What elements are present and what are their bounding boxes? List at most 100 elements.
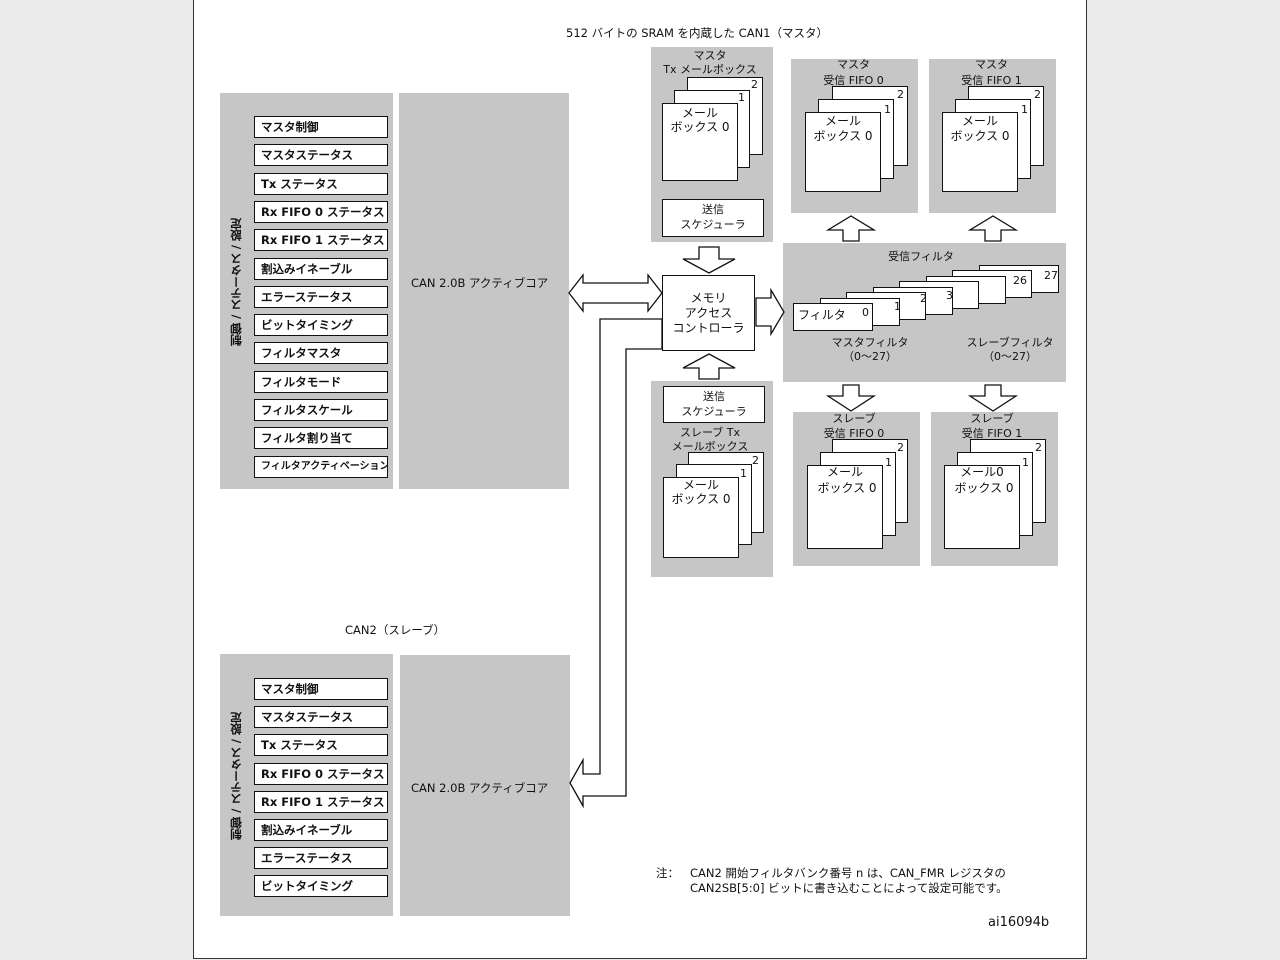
- master-fifo0-title2: 受信 FIFO 0: [823, 74, 884, 87]
- slave-fifo1-title2: 受信 FIFO 1: [961, 427, 1023, 440]
- filter-num-3: 3: [946, 289, 953, 302]
- master-filter-label: マスタフィルタ: [831, 336, 909, 349]
- filter-to-master-fifo1-arrow: [967, 215, 1019, 242]
- register-box: マスタステータス: [254, 706, 388, 729]
- slave-fifo0-num1: 1: [885, 456, 892, 469]
- register-box: Tx ステータス: [254, 734, 388, 757]
- register-box: Rx FIFO 1 ステータス: [254, 229, 388, 252]
- register-box: 割込みイネーブル: [254, 819, 388, 841]
- slave-fifo1-num2: 2: [1035, 441, 1042, 454]
- slave-fifo0-title2: 受信 FIFO 0: [823, 427, 885, 440]
- slave-filter-label: スレーブフィルタ: [966, 336, 1054, 349]
- filter-label: フィルタ: [798, 308, 846, 322]
- mac-to-filter-arrow: [755, 287, 785, 337]
- register-box: Rx FIFO 0 ステータス: [254, 762, 388, 785]
- can1-core: [399, 93, 569, 489]
- filter-to-master-fifo0-arrow: [825, 215, 877, 242]
- register-box: Rx FIFO 0 ステータス: [254, 200, 388, 223]
- note-prefix: 注：: [656, 866, 679, 880]
- slave-scheduler-l1: 送信: [703, 390, 725, 403]
- master-fifo0-num2: 2: [897, 88, 904, 101]
- slave-tx-num2: 2: [752, 454, 759, 467]
- master-tx-num1: 1: [738, 91, 745, 104]
- master-fifo0-mailbox-0: [805, 112, 881, 192]
- master-tx-mb-line1: メール: [681, 106, 718, 120]
- slave-tx-title1: スレーブ Tx: [679, 426, 741, 439]
- slave-fifo1-mb-line2: ボックス 0: [954, 481, 1014, 495]
- master-fifo1-mailbox-0: [942, 112, 1018, 192]
- master-fifo1-title1: マスタ: [975, 58, 1008, 71]
- master-filter-range: （0～27）: [843, 350, 897, 363]
- can2-core: [400, 655, 570, 916]
- can1-title: 512 バイトの SRAM を内蔵した CAN1（マスタ）: [566, 26, 828, 40]
- master-tx-mailbox-0: [662, 103, 738, 181]
- master-fifo1-num1: 1: [1021, 103, 1028, 116]
- master-fifo1-mb-line2: ボックス 0: [950, 129, 1010, 143]
- receive-filter-title: 受信フィルタ: [888, 250, 954, 263]
- master-fifo0-mb-line1: メール: [824, 114, 861, 128]
- slave-fifo0-num2: 2: [897, 441, 904, 454]
- master-scheduler-l1: 送信: [702, 203, 724, 216]
- filter-bank: [793, 303, 873, 331]
- register-box: フィルタモード: [254, 370, 388, 393]
- master-tx-title1: マスタ: [693, 49, 727, 62]
- filter-to-slave-fifo1-arrow: [967, 384, 1019, 412]
- slave-tx-title2: メールボックス: [671, 440, 749, 453]
- slave-fifo0-title1: スレーブ: [832, 412, 876, 425]
- master-fifo1-title2: 受信 FIFO 1: [961, 74, 1022, 87]
- master-fifo1-num2: 2: [1034, 88, 1041, 101]
- slave-fifo1-title1: スレーブ: [970, 412, 1014, 425]
- register-box: エラーステータス: [254, 847, 388, 870]
- master-fifo1-mb-line1: メール: [961, 114, 998, 128]
- filter-num-27: 27: [1044, 269, 1058, 282]
- master-tx-title2: Tx メールボックス: [663, 63, 757, 76]
- filter-num-26: 26: [1013, 274, 1027, 287]
- slave-tx-mailbox-0: [663, 477, 739, 558]
- master-tx-num2: 2: [751, 78, 758, 91]
- filter-num-1: 1: [894, 300, 901, 313]
- slave-scheduler-up-arrow: [682, 353, 736, 380]
- register-box: エラーステータス: [254, 285, 388, 308]
- mac-l1: メモリ: [690, 291, 727, 305]
- register-box: Tx ステータス: [254, 172, 388, 195]
- register-box: ビットタイミング: [254, 314, 388, 337]
- can2-mac-connector: [569, 318, 663, 809]
- master-scheduler-down-arrow: [682, 246, 736, 274]
- slave-tx-mb-line2: ボックス 0: [671, 492, 731, 506]
- slave-fifo1-num1: 1: [1022, 456, 1029, 469]
- slave-filter-range: （0～27）: [983, 350, 1037, 363]
- note-line1: CAN2 開始フィルタバンク番号 n は、CAN_FMR レジスタの: [690, 866, 1006, 880]
- memory-access-controller: [662, 275, 755, 351]
- mac-l2: アクセス: [684, 306, 733, 320]
- filter-to-slave-fifo0-arrow: [825, 384, 877, 412]
- slave-scheduler-l2: スケジューラ: [681, 405, 747, 418]
- register-box: フィルタ割り当て: [254, 427, 388, 450]
- can1-core-label: CAN 2.0B アクティブコア: [411, 276, 549, 290]
- register-box: マスタ制御: [254, 116, 388, 138]
- register-box: マスタ制御: [254, 678, 388, 700]
- register-box: 割込みイネーブル: [254, 257, 388, 280]
- master-tx-mb-line2: ボックス 0: [670, 120, 730, 134]
- master-scheduler-l2: スケジューラ: [680, 218, 746, 231]
- can2-title: CAN2（スレーブ）: [345, 623, 446, 637]
- filter-num-0: 0: [862, 306, 869, 319]
- register-box: フィルタマスタ: [254, 342, 388, 365]
- can2-core-label: CAN 2.0B アクティブコア: [411, 781, 549, 795]
- register-box: フィルタスケール: [254, 399, 388, 421]
- master-fifo0-num1: 1: [884, 103, 891, 116]
- slave-fifo1-mailbox-0: [944, 465, 1020, 549]
- slave-tx-mb-line1: メール: [682, 478, 719, 492]
- figure-id: ai16094b: [988, 915, 1050, 930]
- slave-tx-scheduler: [663, 386, 765, 423]
- note-line2: CAN2SB[5:0] ビットに書き込むことによって設定可能です。: [690, 881, 1008, 895]
- mac-l3: コントローラ: [672, 321, 745, 335]
- slave-tx-num1: 1: [740, 467, 747, 480]
- slave-fifo0-mailbox-0: [807, 465, 883, 549]
- register-box: Rx FIFO 1 ステータス: [254, 790, 388, 813]
- master-fifo0-mb-line2: ボックス 0: [813, 129, 873, 143]
- slave-fifo0-mb-line2: ボックス 0: [817, 481, 877, 495]
- can1-mac-double-arrow: [568, 273, 663, 313]
- filter-num-2: 2: [920, 292, 927, 305]
- slave-fifo1-mb-line1: メール0: [960, 465, 1004, 479]
